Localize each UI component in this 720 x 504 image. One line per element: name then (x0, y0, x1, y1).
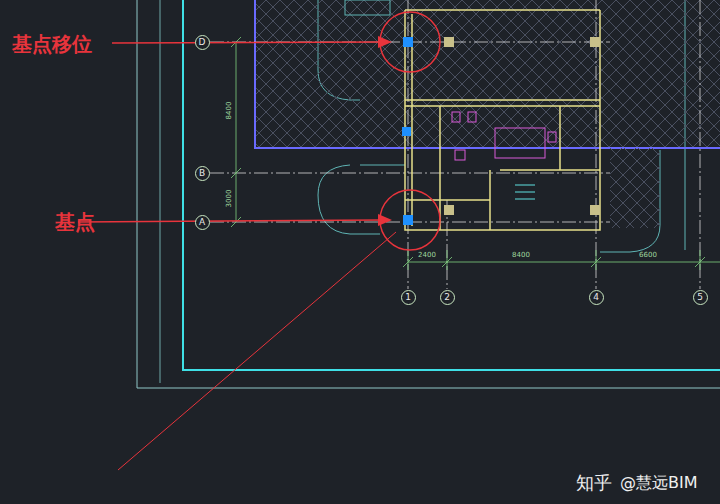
hatch-area (610, 148, 660, 228)
grid-label: 1 (405, 293, 411, 302)
callout-text: 基点 (55, 212, 95, 232)
red-line-boundary (183, 0, 720, 370)
area-border (255, 0, 720, 148)
grid-bubble: 2 (440, 290, 455, 305)
grid-bubble: 1 (401, 290, 416, 305)
boundary-line (160, 0, 161, 383)
dimension-lines (231, 37, 720, 270)
grid-label: 5 (697, 293, 703, 302)
stair-steps (515, 185, 535, 199)
grid-bubble: D (195, 35, 210, 50)
hatch-area (255, 0, 720, 148)
dimension: 6600 (638, 252, 658, 259)
dimension: 8400 (511, 252, 531, 259)
grid-lines (210, 0, 700, 289)
callout-text: 基点移位 (12, 34, 92, 54)
arrowheads (378, 36, 392, 226)
watermark: 知乎 (576, 474, 612, 492)
grid-label: 4 (593, 293, 599, 302)
callout-markup (78, 12, 440, 470)
watermark: @慧远BIM (620, 475, 698, 491)
grid-bubble: B (195, 166, 210, 181)
road-edge (360, 165, 405, 166)
stair (345, 0, 390, 15)
road-edge (318, 165, 380, 234)
grid-bubble: 5 (693, 290, 708, 305)
dimension: 8400 (226, 100, 233, 120)
grid-label: A (199, 218, 205, 227)
columns (444, 37, 600, 215)
grid-bubble: A (195, 215, 210, 230)
dimension: 3000 (226, 188, 233, 208)
grid-bubble: 4 (589, 290, 604, 305)
base-point-marks (402, 37, 413, 225)
fixtures (452, 112, 556, 160)
dimension: 2400 (417, 252, 437, 259)
grid-label: B (199, 169, 205, 178)
grid-label: D (199, 38, 206, 47)
grid-label: 2 (444, 293, 450, 302)
boundary-line (137, 0, 720, 388)
building-walls (405, 10, 600, 230)
